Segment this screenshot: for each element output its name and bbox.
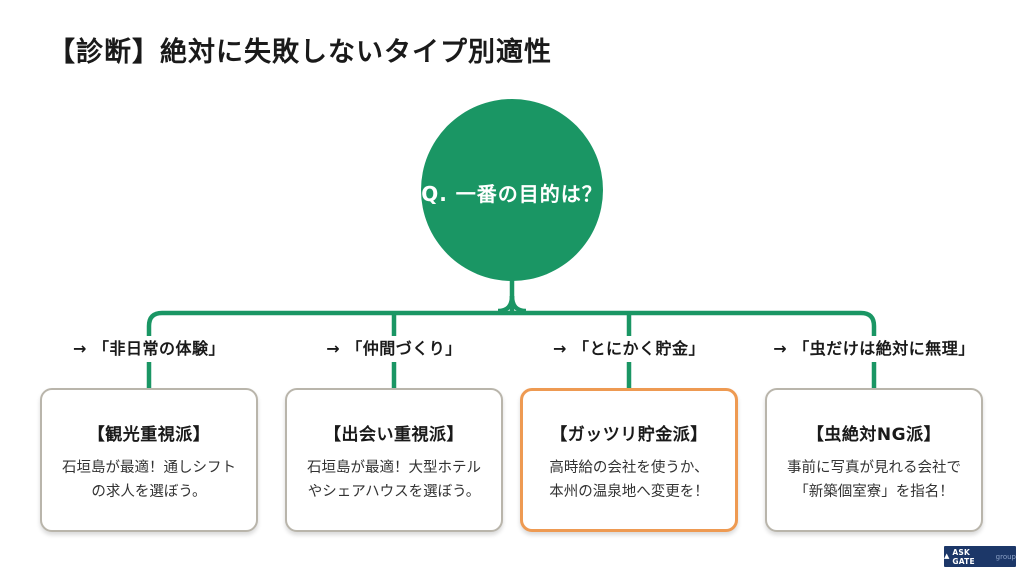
type-box-no-bugs: 【虫絶対NG派】 事前に写真が見れる会社で 「新築個室寮」を指名！ bbox=[765, 388, 983, 532]
type-box-body-line: 石垣島が最適！大型ホテル bbox=[307, 460, 481, 476]
type-box-heading: 【虫絶対NG派】 bbox=[806, 425, 942, 445]
type-box-body-line: の求人を選ぼう。 bbox=[91, 483, 207, 500]
question-text: Q. 一番の目的は？ bbox=[421, 182, 603, 206]
branch-label-savings: → 「とにかく貯金」 bbox=[545, 336, 713, 362]
question-circle bbox=[421, 99, 603, 281]
type-box-heading: 【ガッツリ貯金派】 bbox=[550, 425, 708, 445]
type-box-heading: 【出会い重視派】 bbox=[324, 425, 464, 445]
type-box-body-line: 高時給の会社を使うか、 bbox=[549, 460, 709, 476]
branch-label-friends: → 「仲間づくり」 bbox=[318, 336, 470, 362]
page-title: 【診断】絶対に失敗しないタイプ別適性 bbox=[48, 37, 552, 68]
type-box-body-line: 本州の温泉地へ変更を！ bbox=[549, 483, 709, 500]
branch-label-sightseeing: → 「非日常の体験」 bbox=[65, 336, 233, 362]
logo-suffix: group bbox=[995, 552, 1016, 561]
type-box-sightseeing: 【観光重視派】 石垣島が最適！通しシフト の求人を選ぼう。 bbox=[40, 388, 258, 532]
type-box-body-line: 「新築個室寮」を指名！ bbox=[794, 483, 954, 500]
branch-bracket-line bbox=[146, 310, 877, 390]
mountain-icon: ▲ bbox=[944, 552, 950, 560]
type-box-savings: 【ガッツリ貯金派】 高時給の会社を使うか、 本州の温泉地へ変更を！ bbox=[520, 388, 738, 532]
type-box-body-line: 事前に写真が見れる会社で bbox=[787, 460, 961, 476]
type-box-body-line: 石垣島が最適！通しシフト bbox=[62, 460, 236, 476]
type-box-friends: 【出会い重視派】 石垣島が最適！大型ホテル やシェアハウスを選ぼう。 bbox=[285, 388, 503, 532]
branch-label-no-bugs: → 「虫だけは絶対に無理」 bbox=[765, 336, 983, 362]
type-box-body-line: やシェアハウスを選ぼう。 bbox=[307, 483, 481, 500]
type-box-heading: 【観光重視派】 bbox=[87, 425, 211, 445]
logo-name: ASK GATE bbox=[952, 547, 975, 566]
ask-gate-logo: ▲ ASK GATE group bbox=[944, 546, 1016, 567]
stem-flare-right bbox=[509, 295, 527, 314]
